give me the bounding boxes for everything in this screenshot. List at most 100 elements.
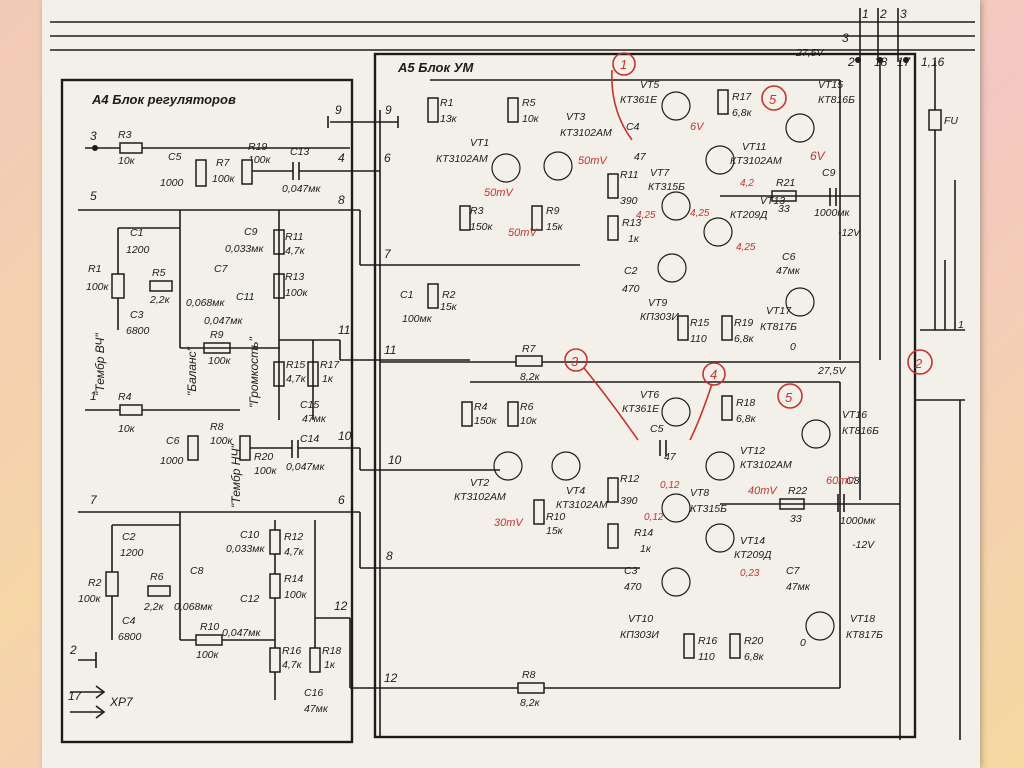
svg-text:0: 0 bbox=[800, 637, 806, 649]
vt14-ref: VT14 bbox=[740, 535, 765, 547]
vt3-ref: VT3 bbox=[566, 111, 585, 123]
a5-r9-val: 15к bbox=[546, 221, 564, 233]
red-012-1: 0,12 bbox=[660, 480, 680, 491]
red-30mv: 30mV bbox=[494, 517, 524, 529]
vt9-ref: VT9 bbox=[648, 297, 667, 309]
pin-11b: 11 bbox=[384, 343, 396, 357]
vt2-ref: VT2 bbox=[470, 477, 489, 489]
a5-r6-ref: R6 bbox=[520, 401, 534, 413]
pin-12b: 12 bbox=[384, 671, 398, 685]
vt16-ref: VT16 bbox=[842, 409, 867, 421]
c16-val: 47мк bbox=[304, 703, 329, 715]
a5-r13-ref: R13 bbox=[622, 217, 641, 229]
c4-ref: C4 bbox=[122, 615, 136, 627]
a5-r9-ref: R9 bbox=[546, 205, 560, 217]
vt10-type: КП303И bbox=[620, 629, 659, 641]
pin-3: 3 bbox=[90, 129, 97, 143]
red-circle-4: 4 bbox=[710, 367, 717, 382]
red-circle-3: 3 bbox=[571, 354, 579, 369]
a5-r10-val: 15к bbox=[546, 525, 564, 537]
red-60mv: 60mV bbox=[826, 475, 856, 487]
a5-c1-val: 100мк bbox=[402, 313, 433, 325]
a5-c6-val: 47мк bbox=[776, 265, 801, 277]
r9-val: 100к bbox=[208, 355, 232, 367]
a5-r1-val: 13к bbox=[440, 113, 458, 125]
supply-pos-top: 27,5V bbox=[795, 47, 824, 59]
r4-ref: R4 bbox=[118, 391, 132, 403]
vt11-type: КТ3102АМ bbox=[730, 155, 782, 167]
a5-r1-ref: R1 bbox=[440, 97, 453, 109]
c3-ref: C3 bbox=[130, 309, 144, 321]
red-012-2: 0,12 bbox=[644, 512, 664, 523]
r15-val: 4,7к bbox=[286, 373, 307, 385]
pin-6b: 6 bbox=[338, 493, 345, 507]
r1-ref: R1 bbox=[88, 263, 101, 275]
vt1-type: КТ3102АМ bbox=[436, 153, 488, 165]
r18-val: 1к bbox=[324, 659, 336, 671]
a5-c3-ref: C3 bbox=[624, 565, 638, 577]
a5-r3-ref: R3 bbox=[470, 205, 484, 217]
vt14-type: КТ209Д bbox=[734, 549, 772, 561]
r10-val: 100к bbox=[196, 649, 220, 661]
vt13-type: КТ209Д bbox=[730, 209, 768, 221]
vt17-type: КТ817Б bbox=[760, 321, 797, 333]
a5-r2-ref: R2 bbox=[442, 289, 456, 301]
c3-val: 6800 bbox=[126, 325, 150, 337]
r5-ref: R5 bbox=[152, 267, 166, 279]
vt4-ref: VT4 bbox=[566, 485, 585, 497]
r20-ref: R20 bbox=[254, 451, 273, 463]
vt1-ref: VT1 bbox=[470, 137, 489, 149]
a5-c8-ref: C8 bbox=[846, 475, 860, 487]
vt5-ref: VT5 bbox=[640, 79, 659, 91]
a5-c4-ref: C4 bbox=[626, 121, 640, 133]
vt8-type: КТ315Б bbox=[690, 503, 727, 515]
pin-7: 7 bbox=[90, 493, 98, 507]
a5-r4-val: 150к bbox=[474, 415, 498, 427]
a5-c7-ref: C7 bbox=[786, 565, 801, 577]
a5-r5-val: 10к bbox=[522, 113, 540, 125]
a5-r16-val: 110 bbox=[698, 651, 715, 663]
volume-knob-label: "Громкость" bbox=[247, 337, 261, 408]
c12-val: 0,047мк bbox=[222, 627, 261, 639]
a5-c3-val: 470 bbox=[624, 581, 642, 593]
red-6v-b: 6V bbox=[810, 149, 826, 163]
pin-9b: 9 bbox=[385, 103, 392, 117]
r14-val: 100к bbox=[284, 589, 308, 601]
a5-r12-val: 390 bbox=[620, 495, 638, 507]
c5-ref: C5 bbox=[168, 151, 182, 163]
red-023: 0,23 bbox=[740, 568, 760, 579]
vt4-type: КТ3102АМ bbox=[556, 499, 608, 511]
supply-neg-bot: -12V bbox=[852, 539, 875, 551]
r8-ref: R8 bbox=[210, 421, 224, 433]
pin-6a: 6 bbox=[384, 151, 391, 165]
r3-ref: R3 bbox=[118, 129, 132, 141]
a5-c4-val: 47 bbox=[634, 151, 647, 163]
a5-c9-val: 1000мк bbox=[814, 207, 851, 219]
c7-val: 0,068мк bbox=[186, 297, 225, 309]
supply-neg-top: -12V bbox=[838, 227, 861, 239]
a5-r19-ref: R19 bbox=[734, 317, 753, 329]
r6-val: 2,2к bbox=[143, 601, 165, 613]
vt17-ref: VT17 bbox=[766, 305, 792, 317]
c4-val: 6800 bbox=[118, 631, 142, 643]
a5-c6-ref: C6 bbox=[782, 251, 796, 263]
r16-ref: R16 bbox=[282, 645, 301, 657]
red-42: 4,2 bbox=[740, 178, 754, 189]
c15-ref: C15 bbox=[300, 399, 319, 411]
c14-ref: C14 bbox=[300, 433, 319, 445]
pin-8b: 8 bbox=[386, 549, 393, 563]
red-circle-1: 1 bbox=[620, 57, 627, 72]
r7-ref: R7 bbox=[216, 157, 231, 169]
pin-top-3b: 3 bbox=[842, 31, 849, 45]
vt15-ref: VT15 bbox=[818, 79, 843, 91]
c10-val: 0,033мк bbox=[226, 543, 265, 555]
a5-r17-ref: R17 bbox=[732, 91, 752, 103]
red-425-2: 4,25 bbox=[690, 208, 710, 219]
a5-r22-val: 33 bbox=[790, 513, 802, 525]
pin-top-2: 2 bbox=[879, 7, 887, 21]
r17-ref: R17 bbox=[320, 359, 340, 371]
svg-text:0: 0 bbox=[790, 341, 796, 353]
c11-val: 0,047мк bbox=[204, 315, 243, 327]
pin-12a: 12 bbox=[334, 599, 348, 613]
vt3-type: КТ3102АМ bbox=[560, 127, 612, 139]
